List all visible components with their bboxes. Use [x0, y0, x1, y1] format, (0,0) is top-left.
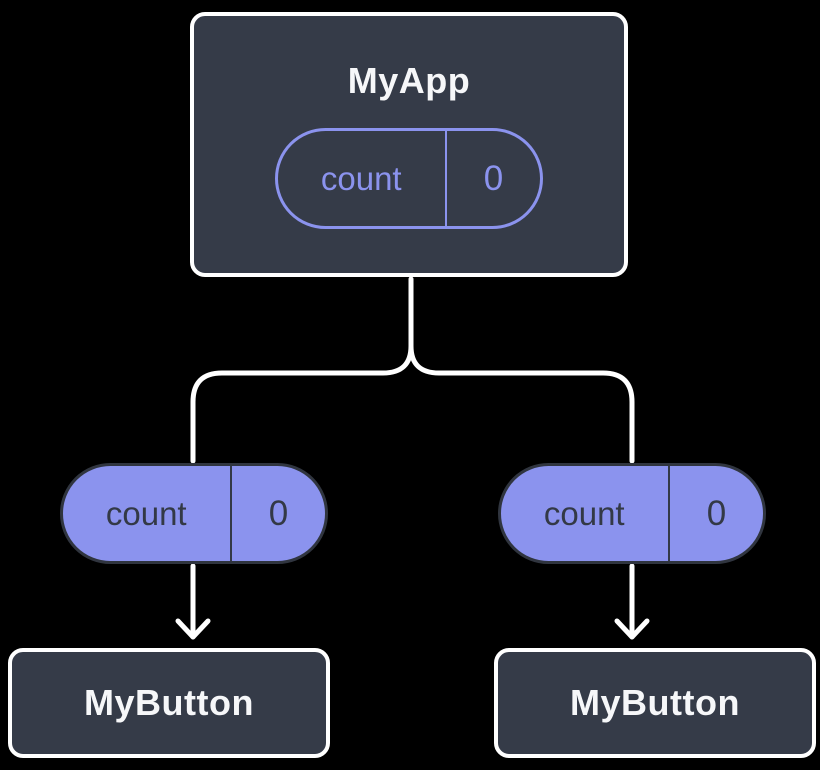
- component-title: MyApp: [347, 60, 471, 101]
- prop-value: 0: [706, 493, 727, 533]
- component-title: MyButton: [84, 682, 254, 723]
- tree-branch-left-line: [190, 343, 414, 464]
- state-pill: count 0: [275, 128, 543, 229]
- component-box-myapp: MyApp count 0: [190, 12, 628, 277]
- component-title: MyButton: [570, 682, 740, 723]
- pill-divider: [667, 466, 670, 561]
- state-value: 0: [483, 158, 504, 198]
- prop-arrow-right-head: [614, 618, 650, 640]
- prop-value: 0: [268, 493, 289, 533]
- pill-divider: [444, 131, 447, 226]
- tree-branch-right-line: [408, 343, 635, 464]
- component-box-mybutton-right: MyButton: [494, 648, 816, 758]
- prop-name-label: count: [105, 494, 187, 532]
- prop-pill-right: count 0: [498, 463, 766, 564]
- prop-pill-left: count 0: [60, 463, 328, 564]
- component-box-mybutton-left: MyButton: [8, 648, 330, 758]
- state-name-label: count: [320, 159, 402, 197]
- prop-name-label: count: [543, 494, 625, 532]
- pill-divider: [229, 466, 232, 561]
- prop-arrow-left-head: [175, 618, 211, 640]
